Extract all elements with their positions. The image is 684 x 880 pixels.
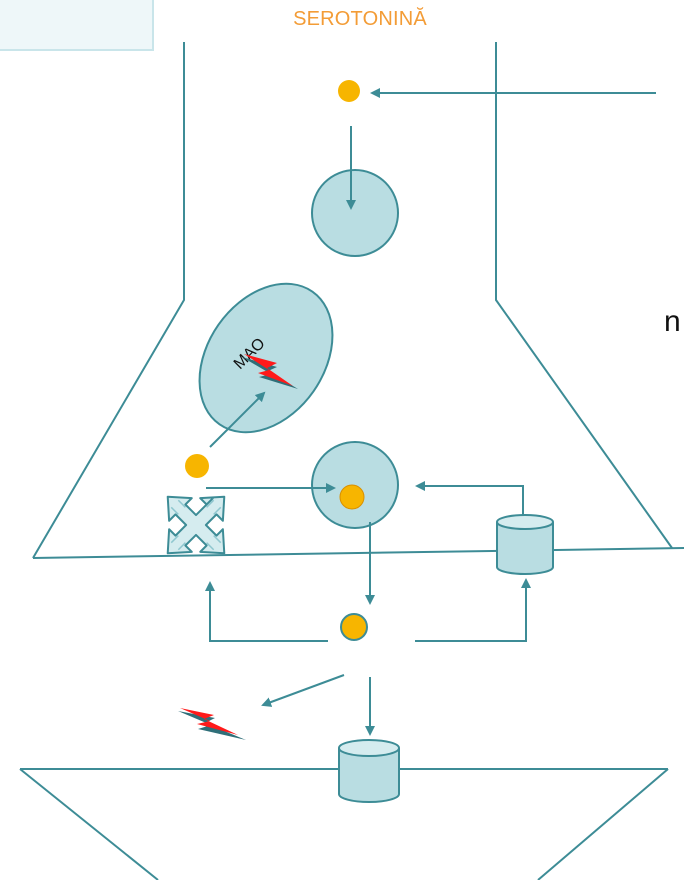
autoreceptor-binding-arrow	[415, 580, 526, 641]
serotonin-molecule-icon	[185, 454, 209, 478]
receptor-cylinder-icon	[497, 515, 553, 574]
mao-enzyme-icon	[172, 258, 360, 457]
autoreceptor-feedback-arrow	[417, 486, 523, 515]
postsynaptic-left-wall	[20, 769, 158, 880]
degradation-arrow	[263, 675, 344, 705]
vesicle-icon	[312, 170, 398, 256]
neuron-left-wall	[33, 42, 184, 558]
transporter-icon	[139, 468, 252, 581]
neuron-right-wall	[496, 42, 672, 548]
reuptake-transporter-arrow	[210, 583, 328, 641]
serotonin-molecule-icon	[341, 614, 367, 640]
receptor-cylinder-icon	[339, 740, 399, 802]
serotonin-molecule-icon	[340, 485, 364, 509]
presynaptic-membrane	[33, 548, 684, 558]
serotonin-molecule-icon	[338, 80, 360, 102]
postsynaptic-right-wall	[538, 769, 668, 880]
lightning-icon	[178, 708, 246, 740]
